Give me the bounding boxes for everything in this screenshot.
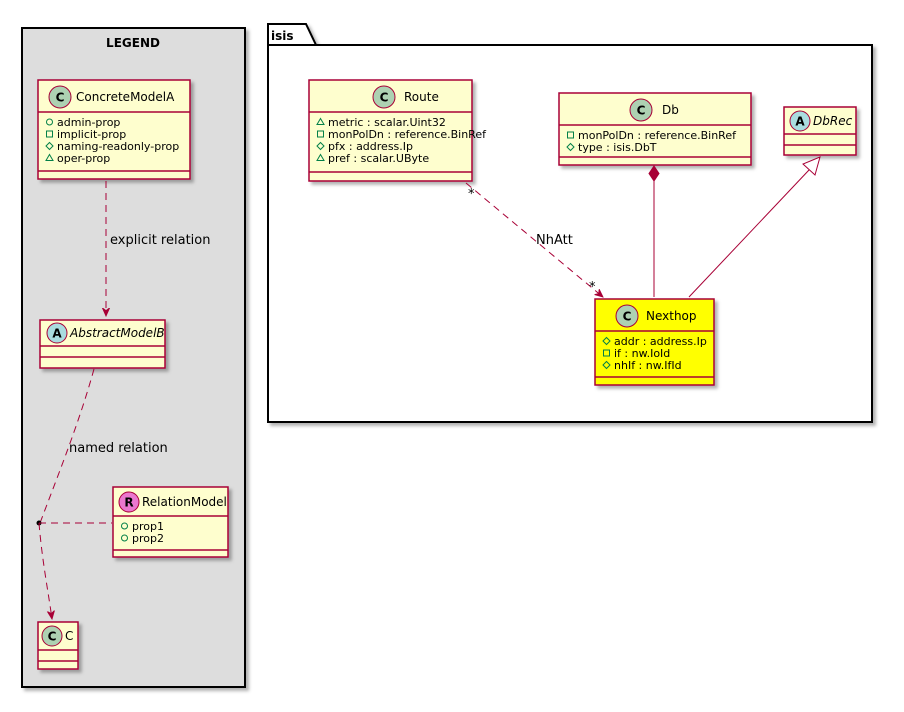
class-member: if : nw.IoId	[603, 347, 670, 360]
member-text: prop1	[132, 520, 164, 533]
badge-letter: C	[56, 91, 65, 105]
member-text: monPolDn : reference.BinRef	[578, 129, 737, 142]
class-name: DbRec	[813, 114, 853, 128]
class-name: ConcreteModelA	[76, 90, 175, 104]
class-member: pref : scalar.UByte	[316, 152, 429, 165]
class-member: nhIf : nw.IfId	[602, 359, 682, 372]
class-member: prop2	[121, 532, 164, 545]
class-name: Route	[404, 90, 439, 104]
member-text: pfx : address.Ip	[328, 140, 413, 153]
multiplicity-source: *	[468, 187, 475, 202]
member-text: pref : scalar.UByte	[328, 152, 429, 165]
protected-visibility-icon	[602, 336, 611, 346]
member-text: admin-prop	[57, 116, 120, 129]
public-visibility-icon	[121, 534, 128, 542]
edge-label-explicit-relation: explicit relation	[110, 233, 210, 248]
class-name: AbstractModelB	[69, 326, 165, 340]
package-visibility-icon	[316, 153, 325, 161]
class-badge-icon	[372, 85, 396, 109]
public-visibility-icon	[121, 522, 128, 530]
class-member: pfx : address.Ip	[316, 140, 413, 153]
member-text: implicit-prop	[57, 128, 126, 141]
member-text: naming-readonly-prop	[57, 140, 179, 153]
package-visibility-icon	[316, 117, 325, 125]
edge-generalization-nexthop-dbrec	[688, 169, 810, 298]
class-box	[558, 92, 752, 166]
class-c[interactable]: C C	[37, 621, 79, 670]
class-concrete-model-a[interactable]: C ConcreteModelA admin-propimplicit-prop…	[37, 79, 191, 180]
public-visibility-icon	[46, 118, 53, 126]
class-box	[594, 298, 715, 386]
private-visibility-icon	[567, 131, 574, 139]
composition-diamond-icon	[648, 165, 660, 182]
class-name: Db	[662, 103, 679, 117]
private-visibility-icon	[603, 349, 610, 357]
class-member: naming-readonly-prop	[45, 140, 179, 153]
class-member: oper-prop	[45, 152, 110, 165]
class-abstract-model-b[interactable]: A AbstractModelB	[39, 319, 166, 369]
multiplicity-target: *	[589, 280, 596, 295]
class-name: Nexthop	[646, 309, 697, 323]
class-member: implicit-prop	[46, 128, 126, 141]
member-text: oper-prop	[57, 152, 110, 165]
class-member: metric : scalar.Uint32	[316, 116, 446, 129]
member-text: if : nw.IoId	[614, 347, 670, 360]
class-member: prop1	[121, 520, 164, 533]
private-visibility-icon	[317, 130, 324, 138]
class-badge-icon	[41, 625, 63, 647]
edge-named-relation-upper	[39, 368, 95, 524]
class-name: RelationModel	[142, 495, 227, 509]
package-visibility-icon	[45, 153, 54, 161]
badge-letter: C	[48, 630, 57, 644]
edge-named-relation-lower	[38, 522, 52, 619]
edge-nhatt	[465, 182, 603, 297]
protected-visibility-icon	[602, 360, 611, 370]
badge-letter: A	[795, 115, 805, 129]
class-member: monPolDn : reference.BinRef	[567, 129, 737, 142]
member-text: metric : scalar.Uint32	[328, 116, 446, 129]
edge-label-nhatt: NhAtt	[536, 233, 573, 248]
member-text: monPolDn : reference.BinRef	[328, 128, 487, 141]
inheritance-triangle-icon	[802, 156, 821, 176]
class-member: addr : address.Ip	[602, 335, 707, 348]
class-name: C	[65, 629, 73, 643]
badge-letter: C	[637, 104, 646, 118]
member-list: admin-propimplicit-propnaming-readonly-p…	[45, 116, 179, 165]
protected-visibility-icon	[316, 141, 325, 151]
badge-letter: C	[380, 91, 389, 105]
member-text: addr : address.Ip	[614, 335, 707, 348]
protected-visibility-icon	[45, 141, 54, 151]
package-name: isis	[271, 29, 294, 43]
class-badge-icon	[615, 304, 639, 328]
member-text: type : isis.DbT	[578, 141, 657, 154]
class-badge-icon	[629, 98, 653, 122]
legend-title: LEGEND	[106, 36, 160, 50]
relation-badge-icon	[118, 491, 140, 513]
abstract-badge-icon	[789, 110, 811, 132]
protected-visibility-icon	[566, 142, 575, 152]
private-visibility-icon	[46, 130, 53, 138]
class-member: admin-prop	[46, 116, 120, 129]
class-badge-icon	[48, 85, 72, 109]
class-dbrec[interactable]: A DbRec	[783, 106, 857, 156]
class-member: type : isis.DbT	[566, 141, 657, 154]
member-text: nhIf : nw.IfId	[614, 359, 682, 372]
edge-label-named-relation: named relation	[69, 441, 168, 456]
member-text: prop2	[132, 532, 164, 545]
class-member: monPolDn : reference.BinRef	[317, 128, 487, 141]
badge-letter: R	[124, 496, 133, 510]
badge-letter: C	[623, 310, 632, 324]
badge-letter: A	[52, 327, 62, 341]
abstract-badge-icon	[46, 322, 68, 344]
